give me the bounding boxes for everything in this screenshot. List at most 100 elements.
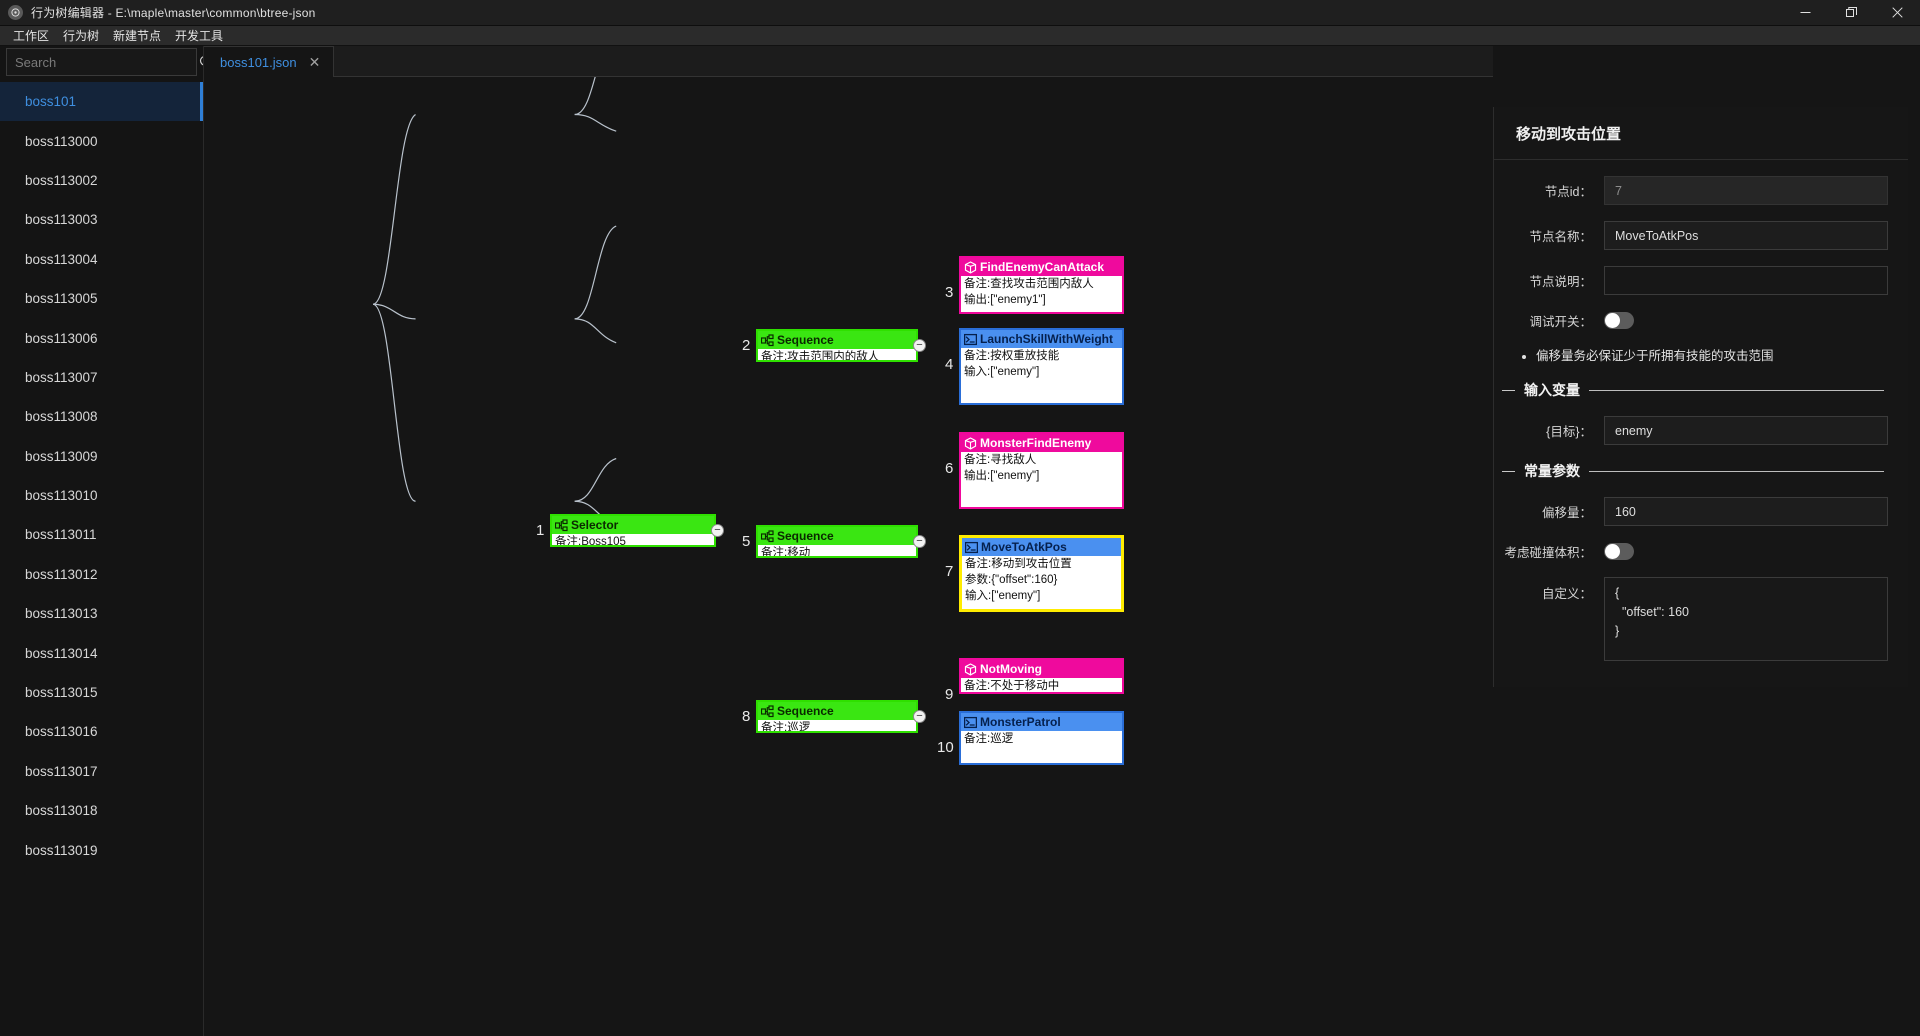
sidebar-item-boss113010[interactable]: boss113010 (0, 476, 203, 515)
tree-node-index: 8 (742, 708, 751, 725)
note-item: 偏移量务必保证少于所拥有技能的攻击范围 (1536, 346, 1888, 366)
sidebar-item-boss113000[interactable]: boss113000 (0, 121, 203, 160)
tree-node-index: 6 (945, 460, 954, 477)
sidebar-item-boss113005[interactable]: boss113005 (0, 279, 203, 318)
offset-label: 偏移量： (1541, 506, 1592, 520)
sidebar-item-boss113008[interactable]: boss113008 (0, 397, 203, 436)
sidebar-item-boss113009[interactable]: boss113009 (0, 437, 203, 476)
sidebar: boss101 boss113000 boss113002 boss113003 bos… (0, 46, 204, 1036)
collision-toggle-switch[interactable] (1604, 543, 1634, 560)
tree-node-index: 5 (742, 533, 751, 550)
node-id-input[interactable] (1604, 176, 1888, 205)
file-list[interactable]: boss101 boss113000 boss113002 boss113003 bos… (0, 82, 203, 1036)
sidebar-item-label: boss113004 (25, 251, 98, 267)
sidebar-item-boss113003[interactable]: boss113003 (0, 200, 203, 239)
tree-icon (554, 518, 568, 532)
tree-node-body: 备注:Boss105 (552, 534, 714, 547)
sidebar-item-boss113002[interactable]: boss113002 (0, 161, 203, 200)
custom-json-textarea[interactable]: { "offset": 160 } (1604, 577, 1888, 661)
sidebar-item-boss113011[interactable]: boss113011 (0, 515, 203, 554)
tree-node-line: 备注:Boss105 (555, 536, 626, 547)
collapse-dash-icon[interactable] (1502, 470, 1515, 472)
search-row (6, 48, 203, 76)
target-input[interactable] (1604, 416, 1888, 445)
target-label: {目标}： (1546, 425, 1592, 439)
section-const-params[interactable]: 常量参数 (1502, 461, 1888, 481)
sidebar-item-label: boss113005 (25, 291, 98, 307)
maximize-button[interactable] (1828, 0, 1874, 26)
tree-node-MonsterFindEnemy[interactable]: MonsterFindEnemy 备注:寻找敌人输出:["enemy"] (959, 432, 1124, 509)
sidebar-item-boss113014[interactable]: boss113014 (0, 633, 203, 672)
tab-bar-filler (334, 46, 1493, 77)
node-name-input[interactable] (1604, 221, 1888, 250)
collapse-dash-icon[interactable] (1502, 389, 1515, 391)
debug-toggle-switch[interactable] (1604, 312, 1634, 329)
offset-input[interactable] (1604, 497, 1888, 526)
sidebar-item-boss113016[interactable]: boss113016 (0, 712, 203, 751)
field-node-name: 节点名称： (1494, 221, 1888, 250)
sidebar-item-boss113019[interactable]: boss113019 (0, 830, 203, 869)
debug-toggle-knob (1605, 313, 1620, 328)
node-name-label: 节点名称： (1529, 230, 1592, 244)
sidebar-item-boss113013[interactable]: boss113013 (0, 594, 203, 633)
tab-boss101-json[interactable]: boss101.json ✕ (204, 46, 335, 78)
tree-node-line: 备注:移动到攻击位置 (965, 558, 1072, 570)
tree-node-line: 输入:["enemy"] (964, 366, 1040, 378)
section-input-variables[interactable]: 输入变量 (1502, 380, 1888, 400)
node-desc-input[interactable] (1604, 266, 1888, 295)
tree-node-title: MonsterFindEnemy (980, 436, 1092, 450)
sidebar-item-label: boss113002 (25, 172, 98, 188)
menu-item-dev-tools[interactable]: 开发工具 (175, 29, 224, 43)
node-desc-label: 节点说明： (1529, 275, 1592, 289)
tab-close-icon[interactable]: ✕ (308, 54, 321, 70)
tree-node-header: FindEnemyCanAttack (961, 258, 1122, 276)
close-button[interactable] (1874, 0, 1920, 26)
sidebar-item-boss113012[interactable]: boss113012 (0, 555, 203, 594)
tree-node-Selector[interactable]: Selector 备注:Boss105 (550, 514, 716, 547)
section-rule (1589, 389, 1884, 391)
sidebar-item-label: boss113007 (25, 369, 98, 385)
sidebar-item-boss113015[interactable]: boss113015 (0, 673, 203, 712)
sidebar-item-boss113006[interactable]: boss113006 (0, 318, 203, 357)
tree-node-header: Selector (552, 516, 714, 534)
tree-node-Sequence[interactable]: Sequence 备注:移动 (756, 525, 918, 558)
sidebar-item-label: boss113012 (25, 566, 98, 582)
search-input[interactable] (7, 54, 199, 70)
tree-node-body: 备注:查找攻击范围内敌人输出:["enemy1"] (961, 276, 1122, 312)
tree-node-body: 备注:寻找敌人输出:["enemy"] (961, 452, 1122, 507)
collapse-toggle-icon[interactable]: − (711, 523, 724, 537)
collapse-toggle-icon[interactable]: − (913, 534, 926, 548)
terminal-icon (964, 541, 979, 554)
field-node-id: 节点id： (1494, 176, 1888, 205)
sidebar-item-label: boss113011 (25, 527, 97, 543)
tree-node-title: Sequence (777, 704, 834, 718)
panel-title: 移动到攻击位置 (1494, 107, 1908, 160)
sidebar-item-label: boss113016 (25, 724, 98, 740)
sidebar-item-boss101[interactable]: boss101 (0, 82, 203, 122)
tree-node-line: 备注:移动 (761, 547, 811, 558)
tree-node-header: Sequence (758, 527, 916, 545)
sidebar-item-boss113018[interactable]: boss113018 (0, 791, 203, 830)
tree-node-line: 备注:寻找敌人 (964, 454, 1037, 466)
collapse-toggle-icon[interactable]: − (913, 338, 926, 352)
sidebar-item-label: boss113000 (25, 133, 98, 149)
sidebar-item-boss113004[interactable]: boss113004 (0, 240, 203, 279)
collapse-toggle-icon[interactable]: − (913, 709, 926, 723)
menu-bar: 工作区 行为树 新建节点 开发工具 (0, 26, 1920, 46)
menu-item-workspace[interactable]: 工作区 (13, 29, 50, 43)
tree-node-line: 输出:["enemy1"] (964, 294, 1046, 306)
menu-item-behavior-tree[interactable]: 行为树 (63, 29, 100, 43)
sidebar-item-boss113017[interactable]: boss113017 (0, 752, 203, 791)
menu-item-new-node[interactable]: 新建节点 (113, 29, 162, 43)
sidebar-item-boss113007[interactable]: boss113007 (0, 358, 203, 397)
minimize-button[interactable] (1782, 0, 1828, 26)
search-icon[interactable] (199, 49, 203, 75)
